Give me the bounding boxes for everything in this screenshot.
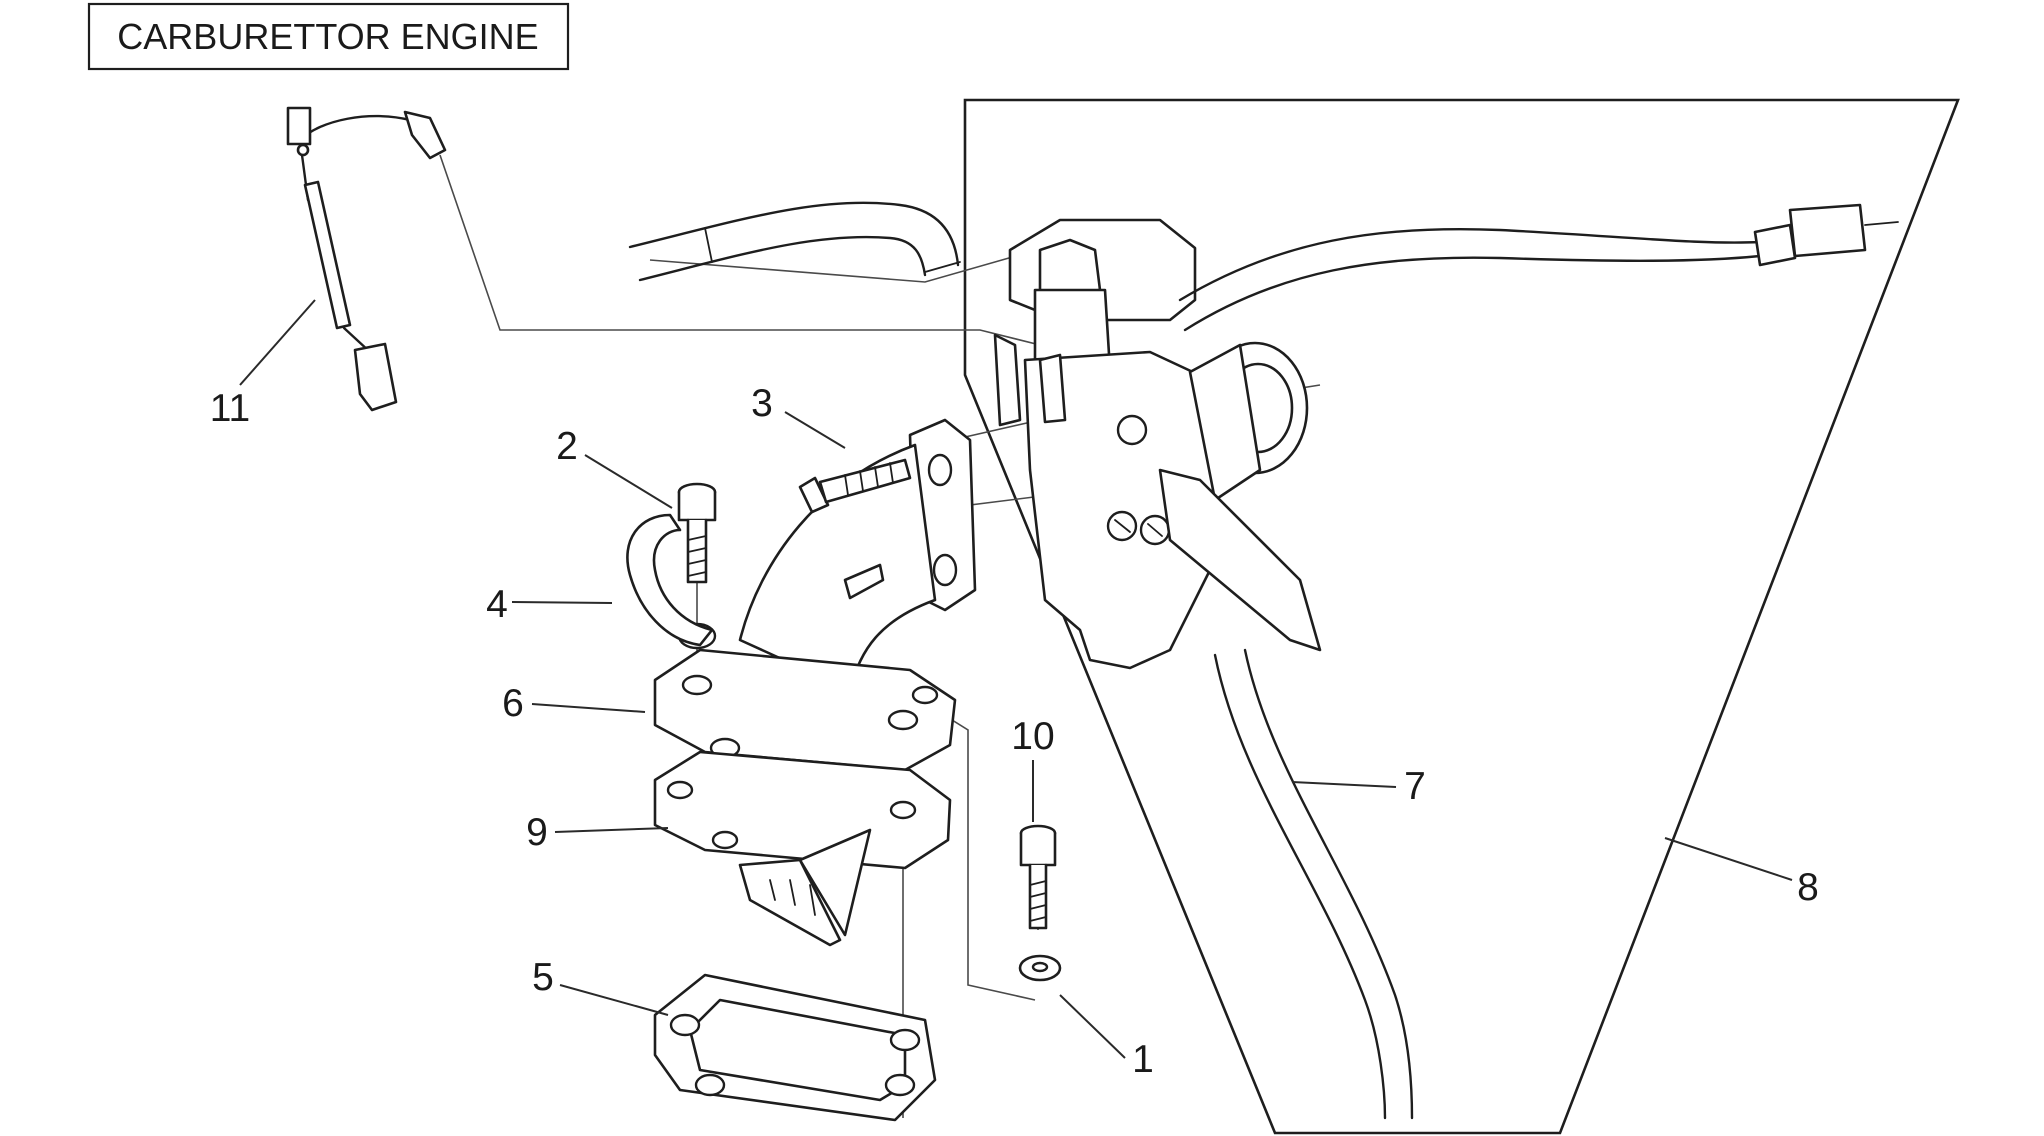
drain-hose-left bbox=[1213, 653, 1387, 1120]
leader-1 bbox=[1059, 994, 1126, 1059]
part-11-sensor-harness bbox=[286, 106, 447, 412]
reed-plate-hole-c bbox=[711, 830, 739, 850]
cable-ferrule bbox=[1753, 223, 1797, 267]
part-3-bolt bbox=[798, 458, 912, 514]
bolt-10-head bbox=[1019, 831, 1057, 867]
reed-plate-hole-b bbox=[889, 800, 917, 820]
title-frame bbox=[87, 2, 570, 71]
cable-tip bbox=[1864, 221, 1899, 226]
part-9-reed-valve bbox=[653, 750, 952, 947]
leader-lines bbox=[239, 299, 1793, 1059]
carb-cap bbox=[1038, 238, 1102, 297]
callout-5: 5 bbox=[532, 956, 554, 999]
callout-10: 10 bbox=[1011, 715, 1054, 758]
hose-outline-bottom bbox=[638, 235, 927, 282]
hose-end bbox=[924, 261, 961, 273]
carb-jet-port bbox=[1116, 414, 1148, 446]
part-5-gasket bbox=[653, 973, 937, 1122]
base-flange-hole-d bbox=[911, 685, 939, 705]
bolt-3-head bbox=[798, 476, 830, 514]
harness-connector-bottom bbox=[353, 342, 398, 412]
drain-hose-right bbox=[1243, 648, 1414, 1120]
callout-7: 7 bbox=[1404, 765, 1426, 808]
callout-11: 11 bbox=[210, 387, 251, 430]
leader-11 bbox=[239, 299, 316, 386]
manifold-elbow bbox=[738, 443, 937, 692]
bolt-2-thread bbox=[687, 535, 707, 577]
carb-sensor-bracket bbox=[993, 333, 1022, 427]
callout-6: 6 bbox=[502, 682, 524, 725]
hose-band bbox=[704, 227, 713, 263]
fuel-hose-upper bbox=[628, 201, 961, 282]
leader-8 bbox=[1664, 837, 1793, 881]
clamp-band bbox=[626, 513, 714, 647]
washer-1-bore bbox=[1031, 961, 1049, 973]
leader-4 bbox=[511, 601, 613, 604]
part-8-group-frame bbox=[963, 98, 1960, 1135]
leader-7 bbox=[1291, 781, 1397, 788]
manifold-flange-hole-top bbox=[927, 453, 953, 487]
leader-6 bbox=[531, 703, 646, 713]
base-flange-hole-a bbox=[681, 674, 713, 696]
manifold-flange-hole-bottom bbox=[932, 553, 958, 587]
callout-labels: 11 2 3 4 6 9 5 1 10 7 8 bbox=[210, 382, 1819, 1081]
part-7-drain-hose bbox=[1213, 648, 1414, 1120]
gasket-hole-c bbox=[694, 1073, 726, 1097]
callout-9: 9 bbox=[526, 811, 548, 854]
callout-8: 8 bbox=[1797, 866, 1819, 909]
carb-screw-slots bbox=[1114, 519, 1163, 537]
cable-lower bbox=[1183, 254, 1762, 332]
harness-clip-top bbox=[286, 106, 312, 146]
carburettor-body bbox=[993, 218, 1322, 670]
cable-upper bbox=[1178, 227, 1762, 302]
hose-guide bbox=[649, 251, 1031, 283]
callout-3: 3 bbox=[751, 382, 773, 425]
bolt-2-head bbox=[677, 490, 717, 522]
reed-petal-slots bbox=[769, 879, 816, 916]
gasket-hole-a bbox=[669, 1013, 701, 1037]
gasket-hole-d bbox=[884, 1073, 916, 1097]
part-10-bolt bbox=[1018, 824, 1062, 982]
base-flange-hole-b bbox=[887, 709, 919, 731]
bolt-3-thread bbox=[844, 462, 894, 496]
leader-3 bbox=[784, 411, 846, 449]
carb-sensor-plug bbox=[1038, 353, 1067, 424]
harness-upper-wire bbox=[298, 114, 412, 142]
sensor-cable-guide bbox=[439, 154, 1041, 346]
harness-ring bbox=[296, 143, 310, 157]
throttle-cable bbox=[1178, 203, 1899, 332]
callout-2: 2 bbox=[556, 425, 578, 468]
callout-4: 4 bbox=[486, 583, 508, 626]
title-box: CARBURETTOR ENGINE bbox=[87, 2, 570, 71]
carb-throttle-housing bbox=[1188, 343, 1262, 502]
reed-plate-hole-a bbox=[666, 780, 694, 800]
carburettor-group-outline bbox=[963, 98, 1960, 1135]
bolt-3-shank bbox=[818, 458, 912, 504]
cable-connector bbox=[1788, 203, 1867, 258]
callout-1: 1 bbox=[1132, 1038, 1154, 1081]
hose-outline-top bbox=[628, 201, 960, 267]
reed-petal-left bbox=[738, 858, 842, 947]
part-4-clamp bbox=[626, 513, 714, 647]
leader-5 bbox=[559, 984, 669, 1016]
carb-choke-lever bbox=[1158, 468, 1322, 652]
harness-connector-top bbox=[403, 110, 447, 160]
bolt-2-shank bbox=[686, 518, 708, 584]
manifold-slot bbox=[843, 563, 885, 600]
gasket-hole-b bbox=[889, 1028, 921, 1052]
intake-manifold bbox=[653, 418, 977, 772]
leader-9 bbox=[554, 827, 669, 833]
harness-sleeve bbox=[303, 180, 352, 330]
bolt-10-thread bbox=[1029, 880, 1047, 922]
diagram-title: CARBURETTOR ENGINE bbox=[117, 16, 538, 57]
reed-petal-right bbox=[798, 828, 872, 937]
leader-2 bbox=[584, 454, 673, 509]
